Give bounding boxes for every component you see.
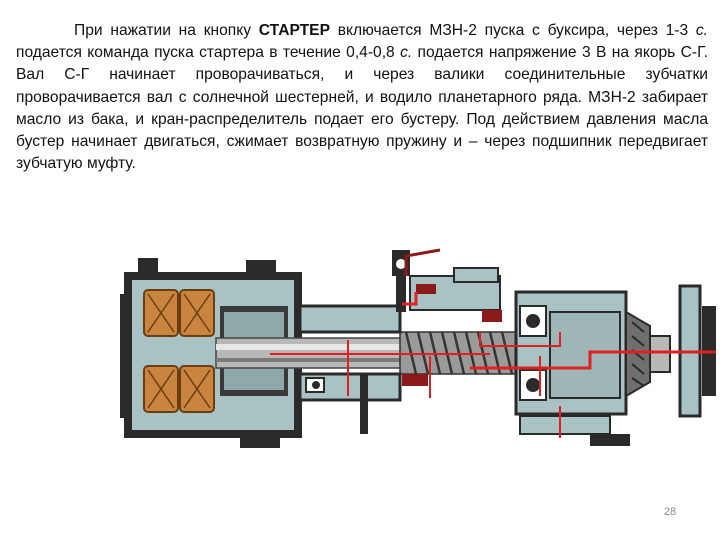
text-part-4: подается напряжение 3 В на якорь С-Г. Ва… <box>16 44 708 173</box>
text-part-2: включается МЗН-2 пуска с буксира, через … <box>329 22 696 39</box>
text-part-3: подается команда пуска стартера в течени… <box>16 44 401 62</box>
body-text: При нажатии на кнопку СТАРТЕР включается… <box>16 20 708 175</box>
page-number: 28 <box>663 506 677 518</box>
unit-seconds-2: с. <box>400 44 413 62</box>
planetary-housing <box>514 284 716 446</box>
starter-cross-section-figure <box>120 246 720 484</box>
unit-seconds-1: с. <box>695 22 708 39</box>
field-windings <box>143 289 215 413</box>
oil-lines <box>270 248 716 438</box>
text-part-1: При нажатии на кнопку <box>74 22 259 39</box>
oil-chamber <box>402 374 428 386</box>
starter-word: СТАРТЕР <box>258 22 330 39</box>
valve-unit <box>392 250 501 312</box>
oil-chamber <box>482 310 502 322</box>
middle-casing <box>298 304 402 434</box>
